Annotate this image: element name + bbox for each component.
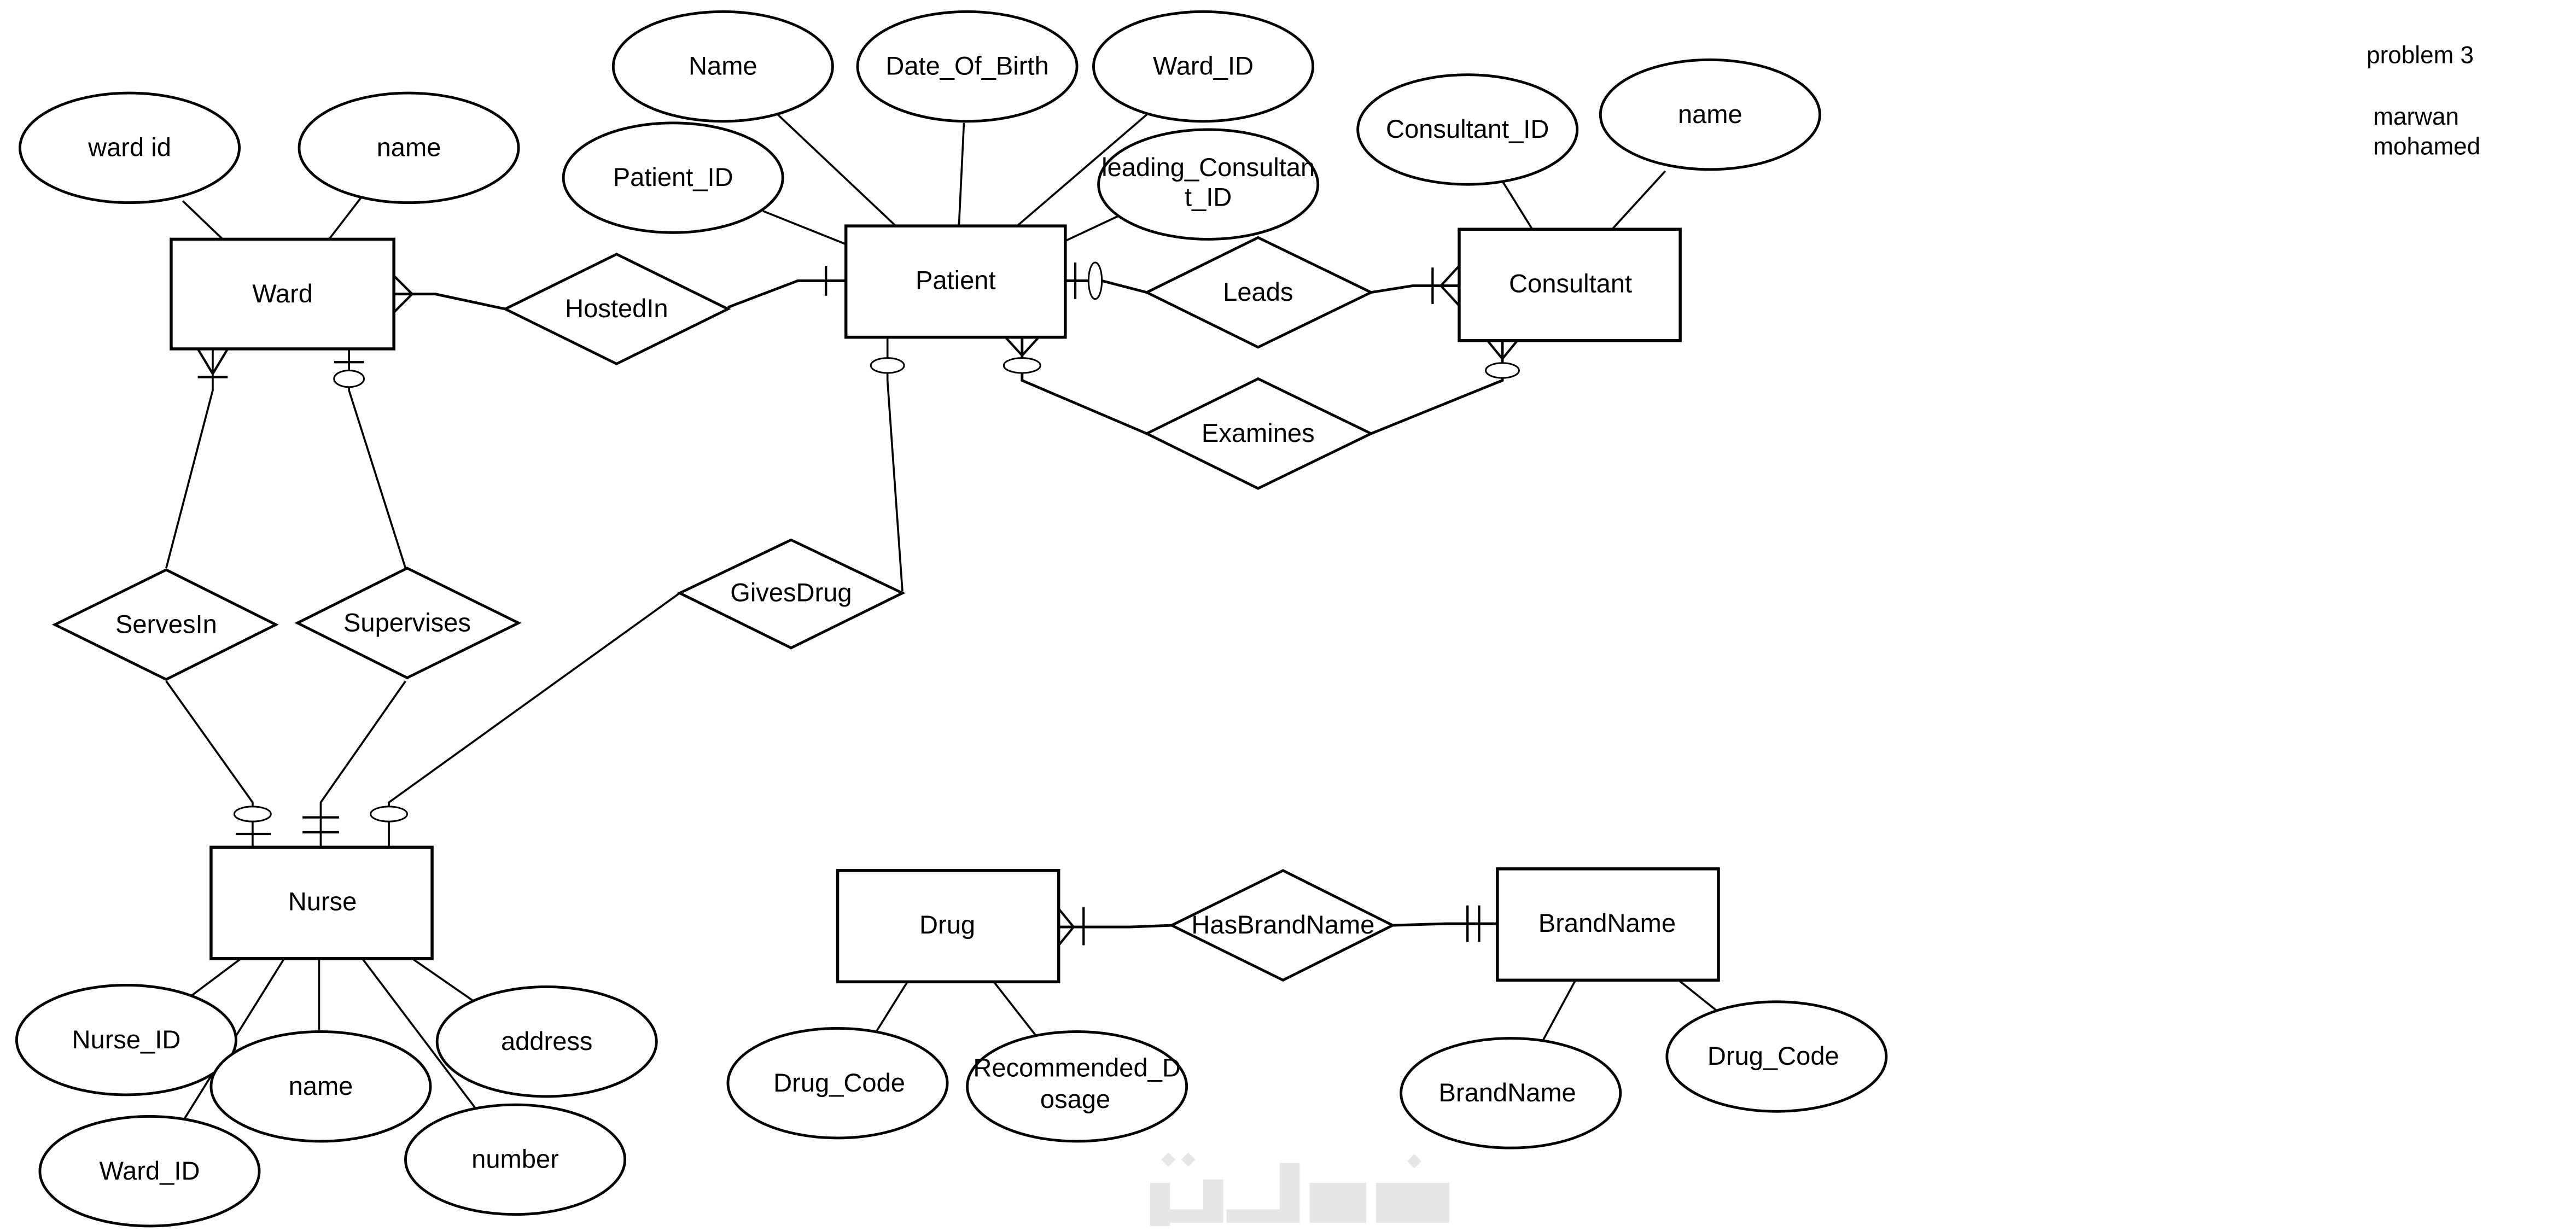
relationship-leads[interactable]: Leads <box>1144 236 1374 349</box>
entity-drug-label: Drug <box>919 910 975 939</box>
entity-nurse-label: Nurse <box>288 887 357 916</box>
zero-or-one-icon <box>870 357 905 374</box>
attribute-nurse-address[interactable]: address <box>435 985 658 1098</box>
attribute-label: name <box>1678 100 1742 129</box>
entity-ward-label: Ward <box>252 279 313 308</box>
entity-patient[interactable]: Patient <box>844 224 1067 339</box>
attribute-label: Name <box>689 51 757 80</box>
attribute-label: Nurse_ID <box>72 1025 181 1054</box>
attribute-patient-id[interactable]: Patient_ID <box>562 121 784 234</box>
attribute-brandname-brandname[interactable]: BrandName <box>1400 1037 1622 1150</box>
zero-or-many-icon <box>1485 340 1520 379</box>
relationship-servesin-label: ServesIn <box>115 609 217 638</box>
entity-brandname[interactable]: BrandName <box>1496 867 1720 982</box>
attribute-label: BrandName <box>1438 1078 1576 1107</box>
entity-ward[interactable]: Ward <box>170 237 395 351</box>
cardinality-marks <box>196 261 1520 946</box>
attribute-patient-leading-consultant-id[interactable]: leading_Consultan t_ID <box>1097 128 1320 241</box>
zero-or-one-icon <box>1074 261 1103 300</box>
relationship-supervises[interactable]: Supervises <box>294 567 522 680</box>
author-first-name: marwan <box>2373 103 2459 130</box>
attribute-label: Drug_Code <box>773 1068 905 1097</box>
attribute-drug-code[interactable]: Drug_Code <box>726 1026 949 1140</box>
one-or-many-icon <box>1431 265 1460 307</box>
attribute-label: number <box>471 1145 559 1174</box>
attribute-patient-ward-id[interactable]: Ward_ID <box>1092 10 1315 123</box>
entity-consultant-label: Consultant <box>1509 269 1632 298</box>
problem-label: problem 3 <box>2367 42 2474 68</box>
attribute-brandname-drug-code[interactable]: Drug_Code <box>1665 1000 1888 1113</box>
crowsfoot-icon <box>393 275 413 313</box>
attribute-label: name <box>377 133 441 162</box>
attribute-label: Consultant_ID <box>1386 114 1549 143</box>
relationship-givesdrug[interactable]: GivesDrug <box>677 538 906 650</box>
attribute-label: Date_Of_Birth <box>885 51 1048 80</box>
attribute-nurse-ward-id[interactable]: Ward_ID <box>38 1115 261 1228</box>
relationship-givesdrug-label: GivesDrug <box>730 578 852 607</box>
attribute-label: osage <box>1040 1084 1110 1113</box>
attribute-links <box>182 114 1721 1122</box>
entity-consultant[interactable]: Consultant <box>1458 227 1682 342</box>
attribute-ward-id[interactable]: ward id <box>19 91 241 205</box>
relationship-hasbrandname[interactable]: HasBrandName <box>1168 869 1396 982</box>
entity-patient-label: Patient <box>916 266 996 295</box>
attribute-patient-dob[interactable]: Date_Of_Birth <box>856 10 1079 123</box>
relationship-servesin[interactable]: ServesIn <box>51 568 279 681</box>
attribute-label: Recommended_D <box>973 1053 1180 1082</box>
attribute-consultant-name[interactable]: name <box>1599 58 1821 171</box>
zero-or-one-icon <box>233 806 272 836</box>
attribute-ward-name[interactable]: name <box>298 91 520 205</box>
attribute-label: Drug_Code <box>1707 1041 1839 1070</box>
attribute-drug-recommended-dosage[interactable]: Recommended_D osage <box>966 1030 1188 1143</box>
relationship-leads-label: Leads <box>1223 277 1293 306</box>
attribute-consultant-id[interactable]: Consultant_ID <box>1356 73 1579 186</box>
author-notes: problem 3 marwan mohamed <box>2367 42 2480 160</box>
attribute-label: name <box>289 1071 353 1100</box>
relationship-hasbrandname-label: HasBrandName <box>1191 910 1374 939</box>
entity-nurse[interactable]: Nurse <box>209 845 434 960</box>
attribute-nurse-name[interactable]: name <box>209 1030 432 1143</box>
relationship-hostedin[interactable]: HostedIn <box>502 253 731 365</box>
exactly-one-icon <box>302 816 339 834</box>
entity-drug[interactable]: Drug <box>836 869 1060 984</box>
attribute-patient-name[interactable]: Name <box>611 10 834 123</box>
attribute-label: t_ID <box>1185 183 1232 212</box>
attribute-nurse-number[interactable]: number <box>404 1103 626 1216</box>
relationship-supervises-label: Supervises <box>343 608 471 637</box>
one-or-many-icon <box>196 348 229 378</box>
attribute-nurse-id[interactable]: Nurse_ID <box>15 983 237 1096</box>
relationship-examines[interactable]: Examines <box>1144 377 1374 490</box>
author-last-name: mohamed <box>2373 133 2480 160</box>
exactly-one-icon <box>1466 905 1481 942</box>
attribute-label: Ward_ID <box>1153 51 1254 80</box>
attribute-label: ward id <box>88 133 171 162</box>
one-or-many-icon <box>1058 907 1085 946</box>
zero-or-many-icon <box>1003 336 1041 374</box>
relationship-hostedin-label: HostedIn <box>565 294 668 323</box>
entity-brandname-label: BrandName <box>1538 908 1676 937</box>
watermark-logo <box>1150 1152 1449 1226</box>
zero-or-one-icon <box>333 361 365 388</box>
attribute-label: leading_Consultan <box>1101 153 1315 182</box>
attribute-label: address <box>501 1026 593 1055</box>
zero-or-one-icon <box>370 806 409 822</box>
attribute-label: Patient_ID <box>613 162 733 191</box>
attribute-label: Ward_ID <box>99 1156 200 1185</box>
relationship-examines-label: Examines <box>1202 418 1315 447</box>
